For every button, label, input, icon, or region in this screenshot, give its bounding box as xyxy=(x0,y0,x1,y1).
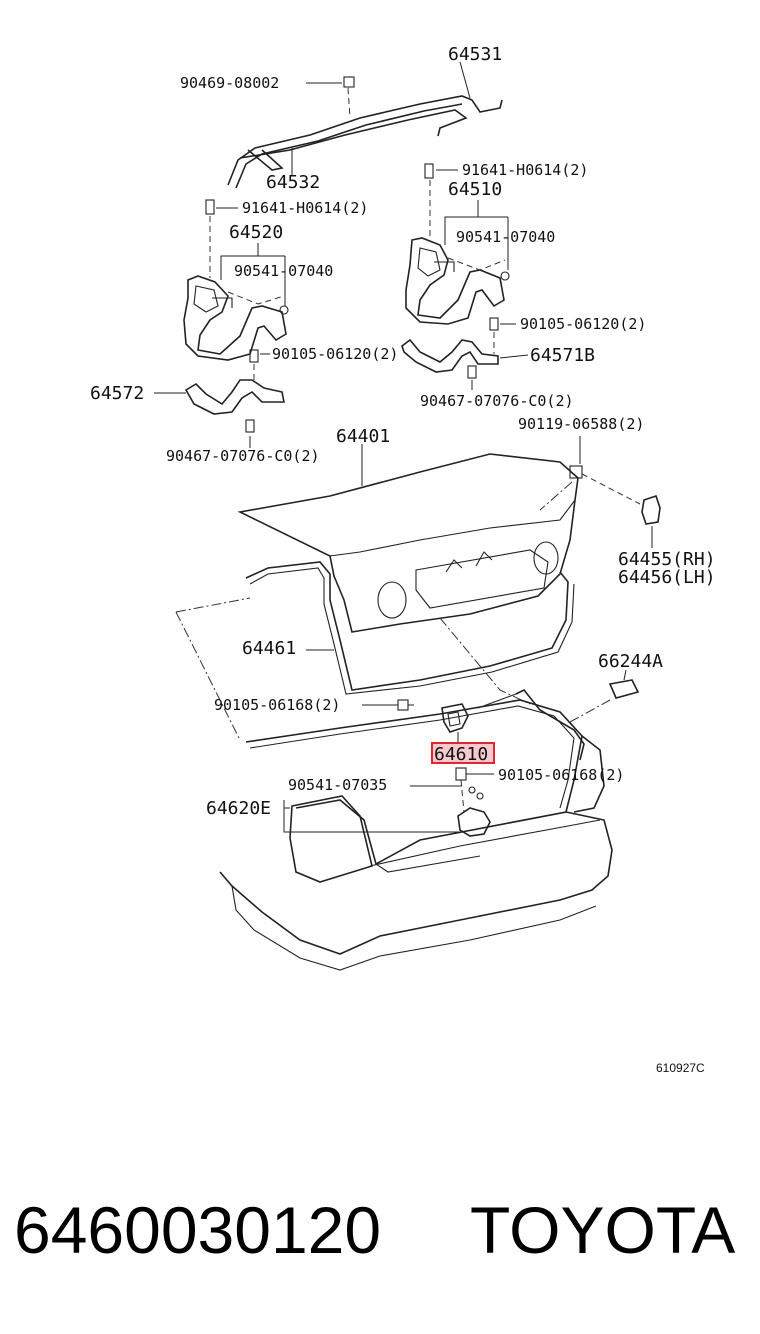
label-90467-07076-right: 90467-07076-C0(2) xyxy=(420,392,574,410)
stopper-64455 xyxy=(539,465,661,525)
label-64510: 64510 xyxy=(448,179,502,200)
label-64401: 64401 xyxy=(336,426,390,447)
label-90105-06168-right: 90105-06168(2) xyxy=(498,766,624,784)
label-66244a: 66244A xyxy=(598,651,663,672)
label-90469-08002: 90469-08002 xyxy=(180,74,279,92)
label-90541-07035: 90541-07035 xyxy=(288,776,387,794)
brand-name: TOYOTA xyxy=(470,1193,736,1267)
lock-assembly-64610 xyxy=(441,703,469,733)
weatherstrip-64461 xyxy=(245,561,575,695)
label-64532: 64532 xyxy=(266,172,320,193)
label-64571b: 64571B xyxy=(530,345,595,366)
label-90105-06168-left: 90105-06168(2) xyxy=(214,696,340,714)
label-64620e: 64620E xyxy=(206,798,271,819)
hinge-64520 xyxy=(183,199,289,361)
label-91641-h0614-left: 91641-H0614(2) xyxy=(242,199,368,217)
torsion-bar-64572 xyxy=(184,349,285,433)
trunk-lid-64401 xyxy=(237,453,579,633)
label-91641-h0614-right: 91641-H0614(2) xyxy=(462,161,588,179)
label-64520: 64520 xyxy=(229,222,283,243)
pad-66244A xyxy=(608,679,640,699)
part-number: 6460030120 xyxy=(14,1193,382,1267)
vehicle-body xyxy=(175,597,613,971)
diagram-ref-code: 610927C xyxy=(656,1061,705,1075)
label-64456-lh: 64456(LH) xyxy=(618,567,716,588)
label-90105-06120-left: 90105-06120(2) xyxy=(272,345,398,363)
hinge-64510 xyxy=(405,163,510,325)
cable-assembly-64531 xyxy=(227,76,503,189)
label-90467-07076-left: 90467-07076-C0(2) xyxy=(166,447,320,465)
label-64531: 64531 xyxy=(448,44,502,65)
label-90541-07040-left: 90541-07040 xyxy=(234,262,333,280)
label-64572: 64572 xyxy=(90,383,144,404)
label-64455-rh: 64455(RH) xyxy=(618,549,716,570)
label-90541-07040-right: 90541-07040 xyxy=(456,228,555,246)
label-90119-06588: 90119-06588(2) xyxy=(518,415,644,433)
label-64610: 64610 xyxy=(434,744,488,765)
striker-64620E xyxy=(457,786,491,837)
label-90105-06120-right: 90105-06120(2) xyxy=(520,315,646,333)
torsion-bar-64571B xyxy=(401,317,499,379)
highlight-box-64610 xyxy=(431,742,495,764)
label-64461: 64461 xyxy=(242,638,296,659)
